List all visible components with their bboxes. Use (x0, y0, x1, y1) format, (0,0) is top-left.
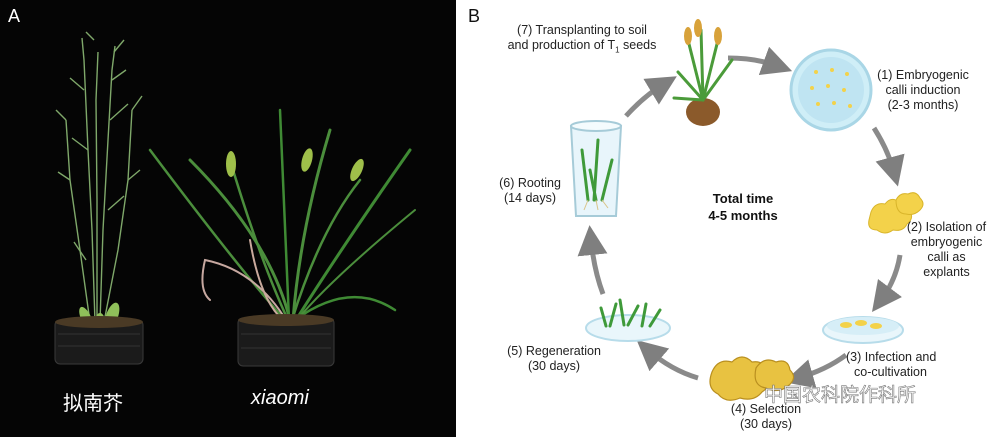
arrow-4-to-5 (636, 340, 699, 381)
isolated-calli (868, 192, 924, 234)
caption-xiaomi: xiaomi (251, 387, 309, 409)
panel-b-diagram: B (456, 0, 1000, 437)
total-time: Total time 4-5 months (688, 190, 798, 224)
step-1-line-3: (2-3 months) (887, 98, 959, 112)
step-2-line-1: (2) Isolation of (906, 220, 987, 234)
regeneration-dish (585, 298, 671, 342)
step-4-label: (4) Selection (30 days) (718, 402, 814, 432)
step-6-line-1: (6) Rooting (499, 176, 561, 190)
step-2-line-2: embryogenic (910, 235, 983, 249)
mature-plant-soil (672, 19, 734, 126)
step-3-line-1: (3) Infection and (846, 350, 937, 364)
pot-right (237, 314, 335, 367)
step-5-line-1: (5) Regeneration (507, 344, 601, 358)
arrow-5-to-6 (577, 225, 608, 295)
arrow-1-to-2 (871, 126, 905, 187)
step-7-subscript: 1 (615, 45, 620, 55)
step-6-label: (6) Rooting (14 days) (490, 176, 570, 206)
step-5-line-2: (30 days) (527, 359, 581, 373)
total-time-value: 4-5 months (708, 208, 778, 223)
arabidopsis-plant (55, 31, 143, 323)
step-2-label: (2) Isolation of embryogenic calli as ex… (895, 220, 998, 280)
cycle-arrows (577, 46, 905, 389)
step-7-label: (7) Transplanting to soil and production… (496, 23, 668, 58)
workflow-graphics (569, 19, 924, 401)
step-6-line-2: (14 days) (503, 191, 557, 205)
panel-b-label: B (468, 6, 481, 26)
step-4-line-2: (30 days) (739, 417, 793, 431)
step-1-label: (1) Embryogenic calli induction (2-3 mon… (871, 68, 975, 113)
step-7-text: and production of T (507, 38, 616, 52)
step-4-line-1: (4) Selection (730, 402, 802, 416)
selection-calli (709, 356, 795, 401)
caption-arabidopsis: 拟南芥 (63, 391, 123, 415)
plants-photo (54, 31, 416, 367)
step-2-line-4: explants (923, 265, 970, 279)
step-1-line-2: calli induction (885, 83, 961, 97)
rooting-glass (569, 120, 623, 217)
panel-a-label: A (8, 6, 21, 26)
pot-left (54, 316, 144, 365)
arrow-2-to-3 (872, 254, 903, 313)
arrow-6-to-7 (624, 76, 677, 118)
step-3-line-2: co-cultivation (854, 365, 927, 379)
arrow-7-to-1 (727, 46, 793, 75)
panel-a-photo: A (0, 0, 456, 437)
co-cultivation-dish (822, 316, 904, 344)
watermark: 中国农科院作科所 (764, 384, 917, 407)
step-5-label: (5) Regeneration (30 days) (498, 344, 610, 374)
total-time-label: Total time (712, 191, 774, 206)
petri-dish-calli (789, 48, 873, 132)
step-7-seeds: seeds (619, 38, 657, 52)
step-2-line-3: calli as (927, 250, 966, 264)
step-7-line-1: (7) Transplanting to soil (517, 23, 647, 37)
step-1-line-1: (1) Embryogenic (877, 68, 969, 82)
arrow-3-to-4 (783, 352, 848, 389)
xiaomi-panicles (226, 148, 364, 182)
xiaomi-plant (148, 108, 416, 322)
step-7-line-2: and production of T1 seeds (496, 38, 668, 58)
step-3-label: (3) Infection and co-cultivation (846, 350, 956, 380)
